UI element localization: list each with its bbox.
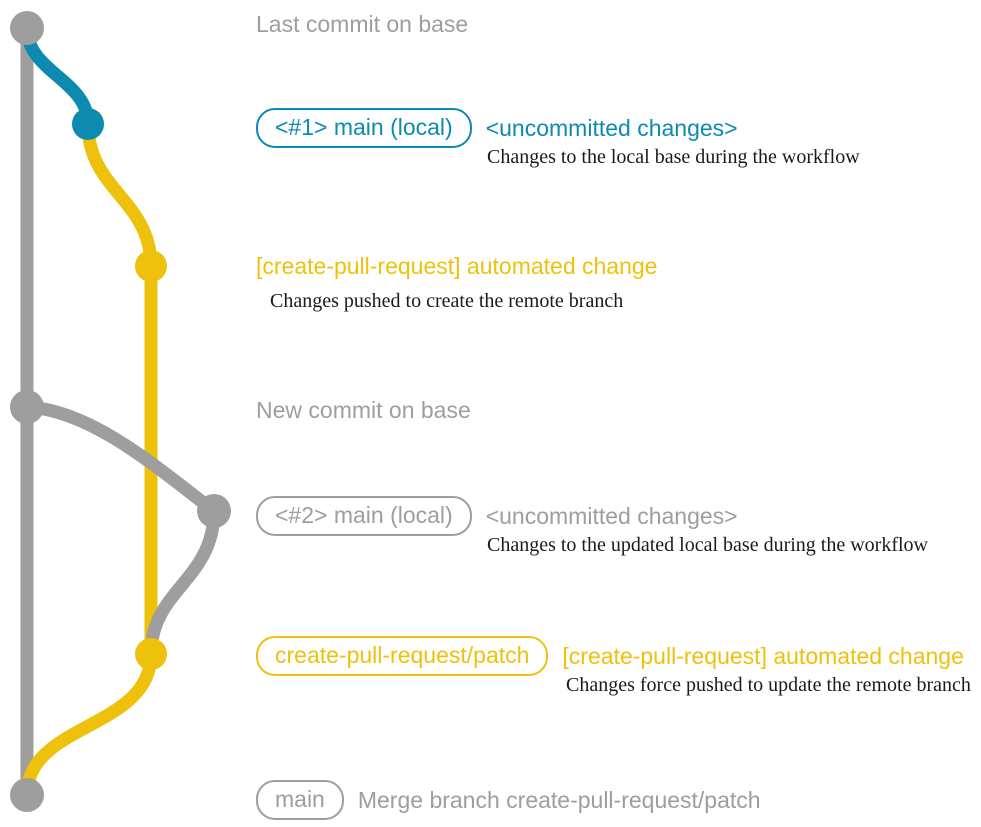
commit-message-automated-change-1: [create-pull-request] automated change [256, 253, 658, 279]
commit-node-merge[interactable] [10, 778, 44, 812]
branch-pill-create-pull-request-patch[interactable]: create-pull-request/patch [256, 636, 549, 677]
commit-message-last-commit-on-base: Last commit on base [256, 11, 469, 37]
commit-message-uncommitted-1: <uncommitted changes> [485, 115, 738, 141]
commit-node-local-2[interactable] [197, 494, 231, 528]
row-last-commit-on-base: Last commit on base [256, 12, 468, 36]
commit-message-automated-change-2: [create-pull-request] automated change [562, 643, 964, 669]
branch-pill-main-local-2[interactable]: <#2> main (local) [256, 496, 472, 537]
branch-pill-main[interactable]: main [256, 780, 344, 821]
row-new-commit-on-base: New commit on base [256, 398, 471, 422]
edge-base-to-local1 [20, 21, 95, 131]
row-automated-change-1: [create-pull-request] automated change [256, 254, 657, 278]
commit-node-patch-2[interactable] [135, 638, 167, 670]
row-local-uncommitted-1: <#1> main (local) <uncommitted changes> [256, 108, 738, 149]
edge-local2-to-patch2 [144, 504, 221, 661]
branch-pill-main-local-1[interactable]: <#1> main (local) [256, 108, 472, 149]
commit-message-new-commit-on-base: New commit on base [256, 397, 471, 423]
commit-node-patch-1[interactable] [135, 250, 167, 282]
commit-detail-automated-change-1: Changes pushed to create the remote bran… [270, 290, 624, 312]
row-automated-change-2: create-pull-request/patch [create-pull-r… [256, 636, 964, 677]
edge-basenew-to-local2 [20, 400, 221, 518]
commit-message-uncommitted-2: <uncommitted changes> [485, 503, 738, 529]
edge-patch2-to-merge [20, 647, 158, 802]
commit-node-base-new[interactable] [10, 390, 44, 424]
commit-message-merge: Merge branch create-pull-request/patch [357, 787, 761, 813]
commit-node-local-1[interactable] [72, 108, 104, 140]
row-merge-commit: main Merge branch create-pull-request/pa… [256, 780, 761, 821]
commit-node-base-head[interactable] [10, 11, 44, 45]
commit-detail-uncommitted-2: Changes to the updated local base during… [487, 534, 928, 556]
commit-detail-uncommitted-1: Changes to the local base during the wor… [487, 146, 860, 168]
commit-detail-automated-change-2: Changes force pushed to update the remot… [566, 674, 971, 696]
edge-local1-to-patch1 [81, 117, 158, 273]
row-local-uncommitted-2: <#2> main (local) <uncommitted changes> [256, 496, 738, 537]
